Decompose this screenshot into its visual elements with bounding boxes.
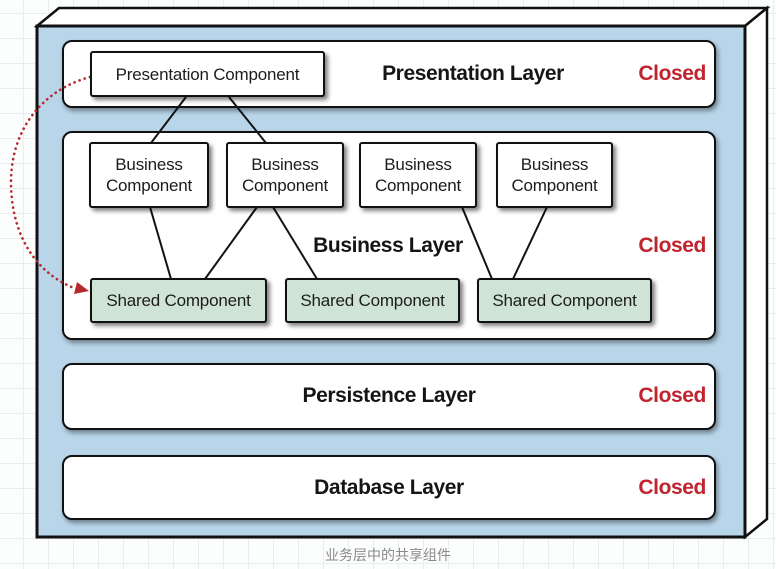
shared-component-label: Shared Component bbox=[106, 291, 251, 310]
shared-component-label: Shared Component bbox=[492, 291, 637, 310]
label-line1: Business bbox=[251, 155, 319, 174]
presentation-component-box: Presentation Component bbox=[90, 51, 325, 97]
presentation-component-label: Presentation Component bbox=[115, 64, 300, 84]
business-layer-title: Business Layer bbox=[313, 234, 463, 257]
database-layer-closed-badge: Closed bbox=[638, 476, 706, 499]
shared-component-3-box: Shared Component bbox=[477, 278, 652, 323]
database-layer-panel bbox=[62, 455, 716, 520]
shared-component-2-box: Shared Component bbox=[285, 278, 460, 323]
box-right-face bbox=[743, 5, 769, 540]
label-line2: Component bbox=[511, 176, 598, 195]
label-line1: Business bbox=[384, 155, 452, 174]
label-line2: Component bbox=[105, 176, 193, 195]
persistence-layer-title: Persistence Layer bbox=[302, 384, 476, 407]
shared-component-1-box: Shared Component bbox=[90, 278, 267, 323]
presentation-layer-closed-badge: Closed bbox=[638, 62, 706, 85]
persistence-layer-closed-badge: Closed bbox=[638, 384, 706, 407]
business-layer-closed-badge: Closed bbox=[638, 234, 706, 257]
shared-component-label: Shared Component bbox=[300, 291, 445, 310]
figure-caption: 业务层中的共享组件 bbox=[325, 548, 451, 564]
label-line2: Component bbox=[241, 176, 329, 195]
label-line1: Business bbox=[520, 155, 589, 174]
label-line1: Business bbox=[115, 155, 183, 174]
box-top-face bbox=[33, 6, 771, 28]
persistence-layer-panel bbox=[62, 363, 716, 430]
label-line2: Component bbox=[374, 176, 462, 195]
presentation-layer-title: Presentation Layer bbox=[382, 62, 564, 85]
database-layer-title: Database Layer bbox=[314, 476, 464, 499]
